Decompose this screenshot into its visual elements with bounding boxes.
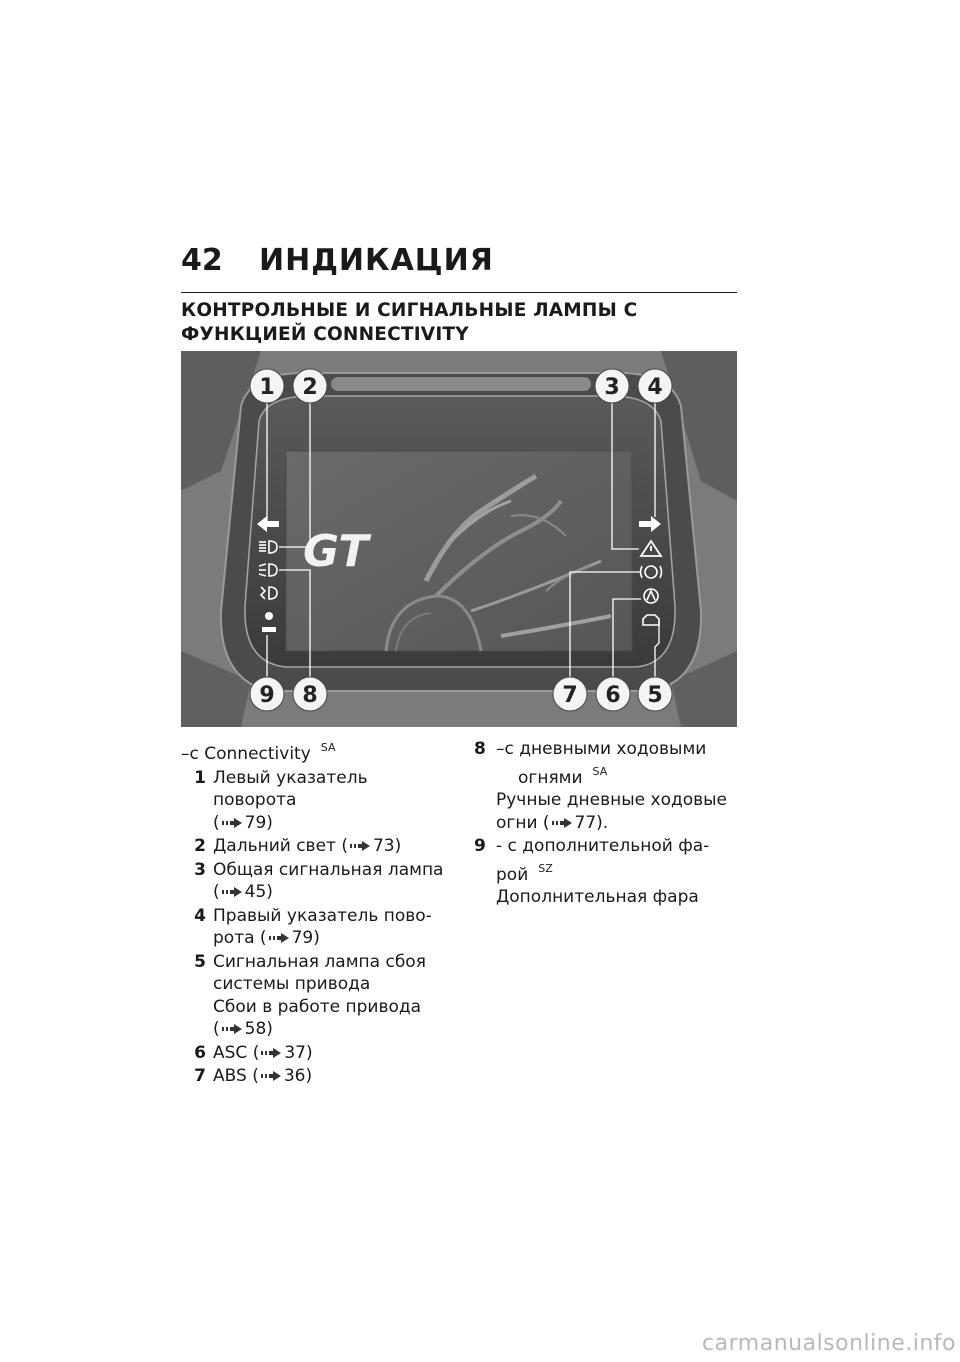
- callout-8: 8: [292, 676, 328, 712]
- callout-4: 4: [637, 368, 673, 404]
- page-ref-arrow-icon: [551, 817, 572, 828]
- svg-text:9: 9: [259, 683, 274, 708]
- page-ref-arrow-icon: [221, 1024, 242, 1034]
- footer-watermark-url: carmanualsonline.info: [702, 1331, 956, 1356]
- callout-5: 5: [637, 676, 673, 712]
- chapter-title: ИНДИКАЦИЯ: [259, 243, 494, 278]
- legend-item-7: 7 ABS (36): [194, 1066, 313, 1086]
- callout-1: 1: [249, 368, 285, 404]
- legend-item-6: 6 ASC (37): [194, 1042, 313, 1063]
- page-ref: 45): [244, 882, 273, 902]
- left-turn-arrow-icon: [257, 516, 279, 532]
- page-ref-arrow-icon: [349, 841, 370, 851]
- gt-logo: GT: [303, 526, 371, 577]
- svg-text:4: 4: [647, 375, 662, 400]
- legend-item-2: 2 Дальний свет (73): [194, 836, 402, 856]
- page-ref: 73): [372, 836, 402, 856]
- legend-item-3: 3 Общая сигнальная лампа (45): [194, 859, 444, 903]
- svg-text:7: 7: [562, 683, 577, 708]
- svg-text:5: 5: [647, 683, 662, 708]
- instrument-cluster-figure: GT: [181, 351, 737, 727]
- asc-icon: [643, 588, 659, 604]
- high-beam-icon: [259, 540, 278, 554]
- right-turn-arrow-icon: [639, 516, 661, 532]
- section-title: КОНТРОЛЬНЫЕ И СИГНАЛЬНЫЕ ЛАМПЫ С ФУНКЦИЕ…: [181, 300, 638, 345]
- page-ref: 79): [291, 928, 320, 948]
- callout-6: 6: [595, 676, 631, 712]
- svg-text:8: 8: [302, 683, 317, 708]
- instrument-cluster-illustration: GT: [181, 351, 737, 727]
- page-number: 42: [181, 243, 223, 278]
- daytime-running-light-icon: [258, 563, 278, 577]
- page-header: 42 ИНДИКАЦИЯ: [181, 243, 737, 293]
- page-ref: 58): [244, 1019, 273, 1039]
- legend-item-1: 1 Левый указатель поворота (79): [194, 767, 368, 833]
- legend-item-4: 4 Правый указатель пово- рота (79): [194, 905, 432, 949]
- indicator-icon: [262, 612, 276, 632]
- page-ref: 36): [283, 1066, 313, 1086]
- page-ref-arrow-icon: [221, 887, 242, 897]
- svg-text:3: 3: [604, 375, 619, 400]
- callout-3: 3: [594, 368, 630, 404]
- drivetrain-fault-icon: [642, 614, 660, 626]
- page-ref: 37): [284, 1042, 313, 1063]
- callout-7: 7: [552, 676, 588, 712]
- page-ref-arrow-icon: [261, 1047, 282, 1058]
- page-ref: 79): [244, 812, 273, 833]
- page-ref-arrow-icon: [221, 817, 242, 828]
- page-ref-arrow-icon: [268, 933, 289, 943]
- page-ref: 77).: [574, 812, 609, 833]
- callout-9: 9: [249, 676, 285, 712]
- general-warning-icon: [639, 539, 663, 557]
- svg-text:1: 1: [259, 375, 274, 400]
- auxiliary-light-icon: [259, 586, 278, 600]
- svg-text:2: 2: [302, 375, 317, 400]
- legend-item-5: 5 Сигнальная лампа сбоя системы привода …: [194, 951, 426, 1040]
- callout-2: 2: [292, 368, 328, 404]
- page-ref-arrow-icon: [260, 1071, 281, 1081]
- svg-text:6: 6: [605, 683, 620, 708]
